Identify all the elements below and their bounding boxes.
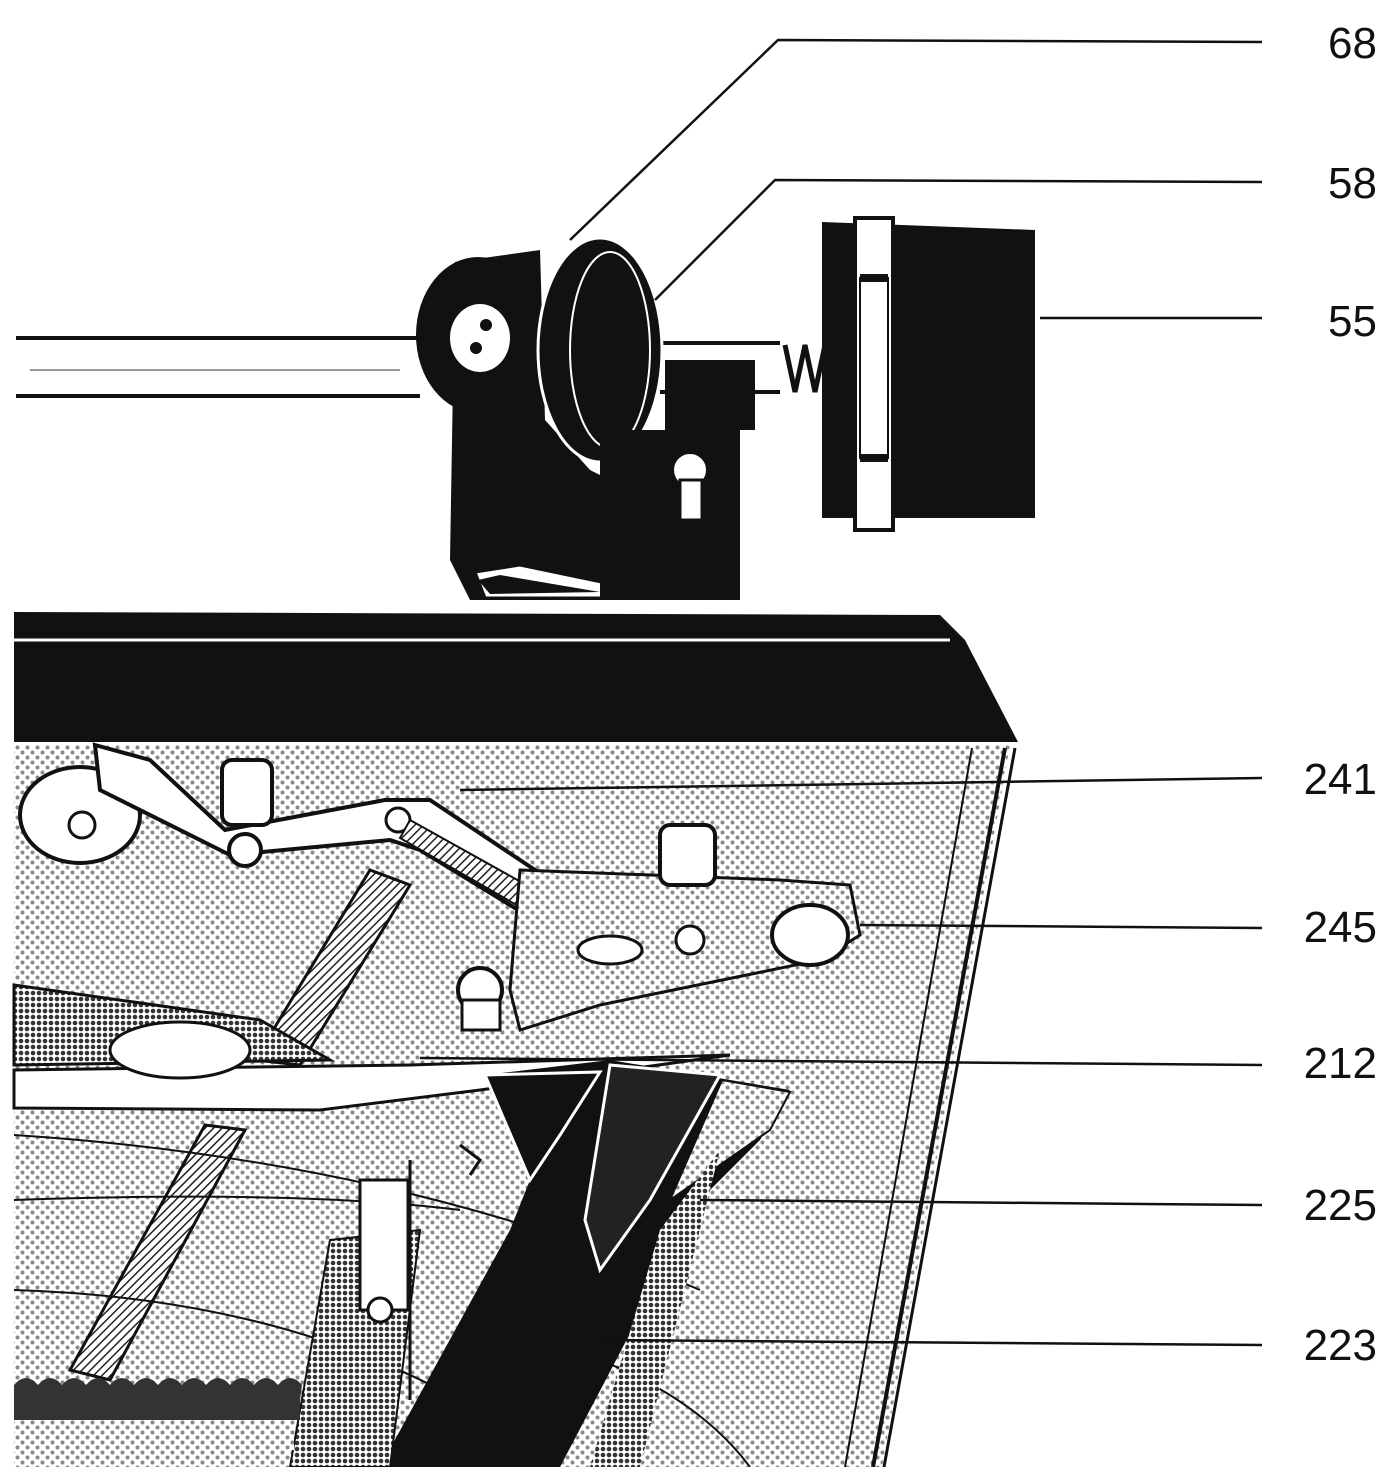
leader-line-58 [654, 178, 1263, 301]
leader-line-241 [459, 776, 1263, 792]
bracket-assembly [416, 236, 828, 600]
leader-line-225 [699, 1198, 1263, 1207]
leader-line-223 [599, 1338, 1263, 1347]
leader-line-245 [859, 923, 1263, 930]
callout-label-68: 68 [1328, 19, 1377, 68]
leader-line-68 [569, 38, 1263, 241]
link-rod [67, 868, 413, 1382]
housing-top-plate [14, 612, 1018, 742]
callout-label-223: 223 [1303, 1321, 1377, 1370]
leader-line-212 [419, 1056, 1263, 1067]
callout-label-241: 241 [1303, 755, 1377, 804]
callout-label-245: 245 [1303, 903, 1377, 952]
mounting-plate [456, 823, 862, 1032]
leader-lines [419, 38, 1263, 1347]
pin-lever [358, 1143, 483, 1400]
serrated-belt [14, 1378, 302, 1450]
callout-label-225: 225 [1303, 1181, 1377, 1230]
knob [822, 216, 1035, 532]
callout-label-212: 212 [1303, 1039, 1377, 1088]
callout-label-58: 58 [1328, 159, 1377, 208]
callout-label-55: 55 [1328, 297, 1377, 346]
